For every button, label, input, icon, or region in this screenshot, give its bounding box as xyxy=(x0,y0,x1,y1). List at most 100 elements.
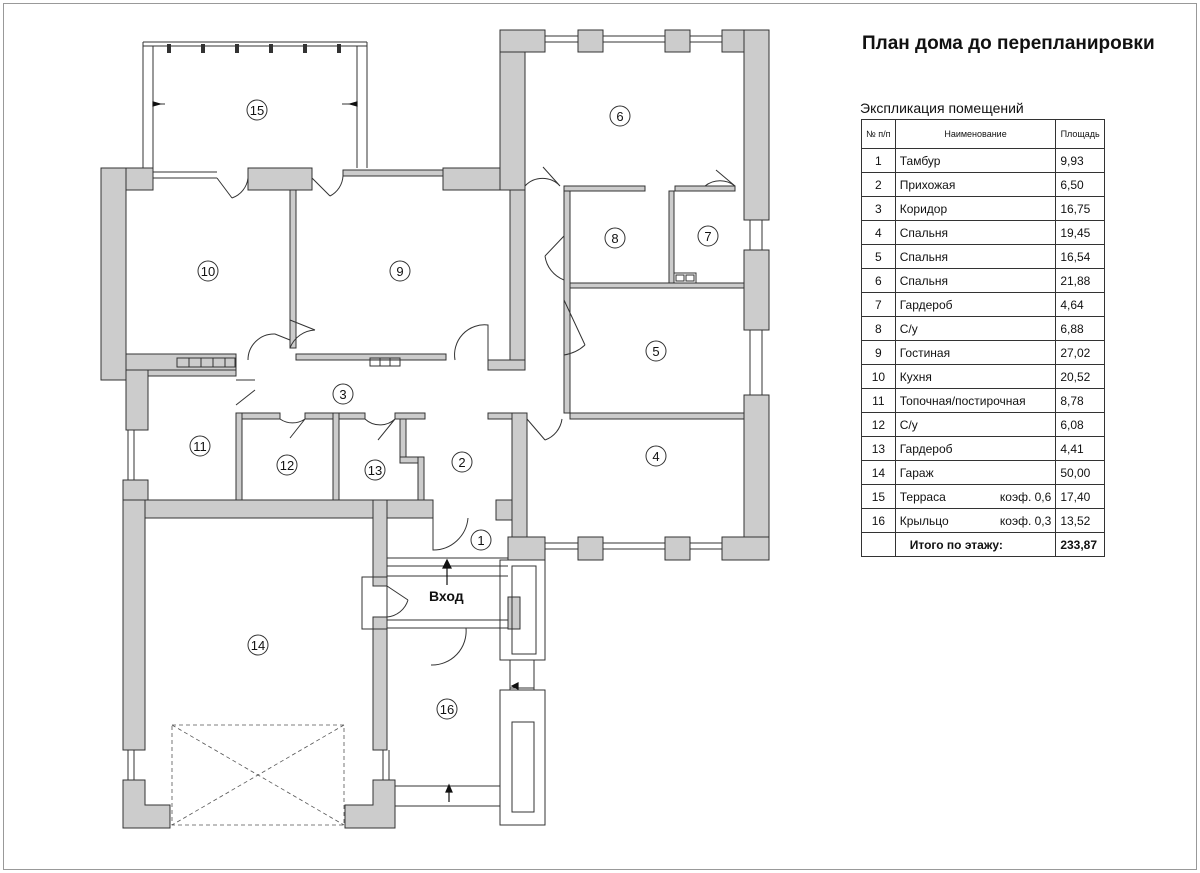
col-header-area: Площадь xyxy=(1055,119,1105,149)
row-area: 16,54 xyxy=(1055,244,1105,269)
row-name: Тамбур xyxy=(899,153,941,168)
svg-text:1: 1 xyxy=(477,533,484,548)
row-area: 19,45 xyxy=(1055,220,1105,245)
row-name-cell: Кухня xyxy=(894,364,1057,389)
svg-text:8: 8 xyxy=(611,231,618,246)
room-label-7: 7 xyxy=(697,225,719,247)
row-number: 7 xyxy=(861,292,896,317)
row-name: Спальня xyxy=(899,273,948,288)
windows xyxy=(127,35,763,780)
row-number: 3 xyxy=(861,196,896,221)
row-area: 21,88 xyxy=(1055,268,1105,293)
svg-text:4: 4 xyxy=(652,449,659,464)
row-number: 2 xyxy=(861,172,896,197)
row-name: Кухня xyxy=(899,369,932,384)
svg-text:15: 15 xyxy=(250,103,264,118)
svg-text:2: 2 xyxy=(458,455,465,470)
row-number: 12 xyxy=(861,412,896,437)
row-coefficient: коэф. 0,6 xyxy=(999,489,1052,504)
entrance-label: Вход xyxy=(429,588,464,604)
room-labels: 1 2 3 4 5 6 7 8 9 10 11 12 13 14 15 16 xyxy=(189,99,719,720)
row-name: С/у xyxy=(899,321,918,336)
room-label-2: 2 xyxy=(451,451,473,473)
room-label-9: 9 xyxy=(389,260,411,282)
row-number: 11 xyxy=(861,388,896,413)
room-label-1: 1 xyxy=(470,529,492,551)
row-area: 20,52 xyxy=(1055,364,1105,389)
porch-outline xyxy=(361,557,546,826)
walls xyxy=(100,29,770,829)
room-label-11: 11 xyxy=(189,435,211,457)
col-header-num: № п/п xyxy=(861,119,896,149)
row-name: Гостиная xyxy=(899,345,951,360)
room-label-3: 3 xyxy=(332,383,354,405)
row-name-cell: Гардероб xyxy=(894,436,1057,461)
total-row: Итого по этажу:233,87 xyxy=(861,532,1105,557)
terrace-outline xyxy=(142,41,368,168)
doors xyxy=(216,166,736,666)
row-name-cell: Спальня xyxy=(894,268,1057,293)
svg-text:6: 6 xyxy=(616,109,623,124)
row-area: 13,52 xyxy=(1055,508,1105,533)
row-area: 9,93 xyxy=(1055,148,1105,173)
total-value: 233,87 xyxy=(1055,532,1105,557)
row-coefficient: коэф. 0,3 xyxy=(999,513,1052,528)
row-area: 4,41 xyxy=(1055,436,1105,461)
svg-text:12: 12 xyxy=(280,458,294,473)
row-name-cell: Гараж xyxy=(894,460,1057,485)
row-name: С/у xyxy=(899,417,918,432)
row-name-cell: Терраса коэф. 0,6 xyxy=(894,484,1057,509)
row-number: 1 xyxy=(861,148,896,173)
row-number: 14 xyxy=(861,460,896,485)
row-area: 6,50 xyxy=(1055,172,1105,197)
entrance-arrows xyxy=(152,101,519,802)
total-empty-cell xyxy=(861,532,896,557)
row-name: Крыльцо xyxy=(899,513,949,528)
row-name: Гардероб xyxy=(899,297,953,312)
svg-text:3: 3 xyxy=(339,387,346,402)
row-area: 50,00 xyxy=(1055,460,1105,485)
row-name-cell: Прихожая xyxy=(894,172,1057,197)
row-name-cell: Гостиная xyxy=(894,340,1057,365)
row-area: 27,02 xyxy=(1055,340,1105,365)
row-number: 10 xyxy=(861,364,896,389)
row-name: Спальня xyxy=(899,249,948,264)
explication-heading: Экспликация помещений xyxy=(860,100,1024,116)
svg-text:9: 9 xyxy=(396,264,403,279)
row-area: 17,40 xyxy=(1055,484,1105,509)
svg-text:5: 5 xyxy=(652,344,659,359)
row-number: 4 xyxy=(861,220,896,245)
svg-text:13: 13 xyxy=(368,463,382,478)
row-number: 8 xyxy=(861,316,896,341)
sheet-frame xyxy=(3,3,1197,870)
row-name: Терраса xyxy=(899,489,946,504)
svg-text:16: 16 xyxy=(440,702,454,717)
room-label-16: 16 xyxy=(436,698,458,720)
row-name-cell: Коридор xyxy=(894,196,1057,221)
row-name-cell: Крыльцо коэф. 0,3 xyxy=(894,508,1057,533)
row-name: Спальня xyxy=(899,225,948,240)
fixtures xyxy=(176,272,697,368)
row-number: 5 xyxy=(861,244,896,269)
row-number: 15 xyxy=(861,484,896,509)
row-name: Гардероб xyxy=(899,441,953,456)
row-name-cell: Спальня xyxy=(894,220,1057,245)
row-name: Топочная/постирочная xyxy=(899,393,1026,408)
row-name-cell: Гардероб xyxy=(894,292,1057,317)
row-name: Коридор xyxy=(899,201,948,216)
row-name: Прихожая xyxy=(899,177,956,192)
